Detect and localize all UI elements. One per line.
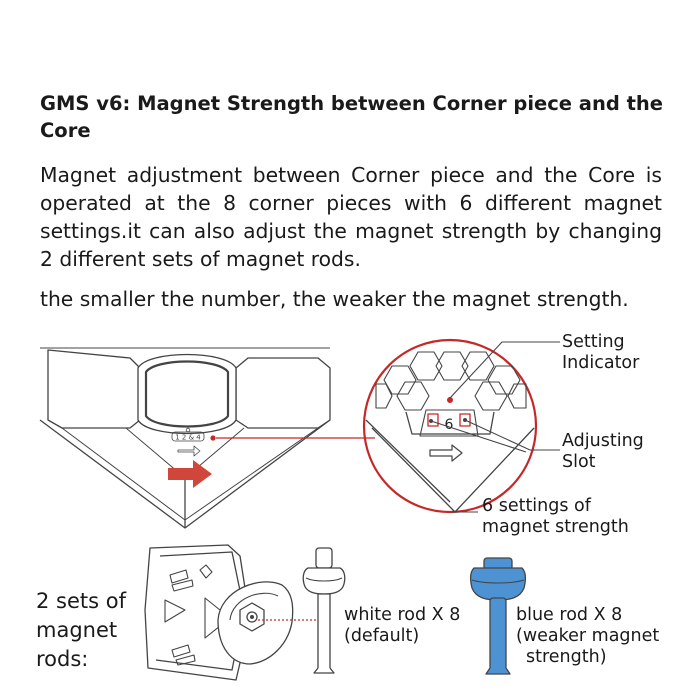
dial-number: 6 [445, 417, 454, 433]
blue-rod-note: (weaker magnet [516, 626, 660, 646]
strength-note: the smaller the number, the weaker the m… [40, 287, 629, 311]
rods-heading-line-3: rods: [36, 647, 89, 671]
adjusting-slot-label: Adjusting [562, 431, 644, 451]
adjusting-slot-label-2: Slot [562, 452, 596, 472]
white-rod-label: white rod X 8 [344, 605, 461, 625]
blue-rod-label: blue rod X 8 [516, 605, 623, 625]
settings-count-label: 6 settings of [482, 496, 591, 516]
corner-piece-illustration [144, 544, 294, 681]
setting-indicator-label: Setting [562, 332, 625, 352]
blue-rod [470, 557, 526, 675]
cube-corner-illustration: 1 2 & 4 [39, 347, 331, 529]
white-rod-note: (default) [344, 626, 420, 646]
white-rod [302, 547, 346, 674]
setting-indicator-label-2: Indicator [562, 353, 640, 373]
svg-text:1 2 & 4: 1 2 & 4 [175, 434, 201, 442]
page-title: GMS v6: Magnet Strength between Corner p… [40, 92, 664, 142]
rods-heading-line-2: magnet [36, 618, 118, 642]
blue-rod-note-2: strength) [526, 647, 607, 667]
description-paragraph: Magnet adjustment between Corner piece a… [40, 163, 662, 271]
rods-heading-line-1: 2 sets of [36, 589, 126, 613]
settings-count-label-2: magnet strength [482, 517, 629, 537]
